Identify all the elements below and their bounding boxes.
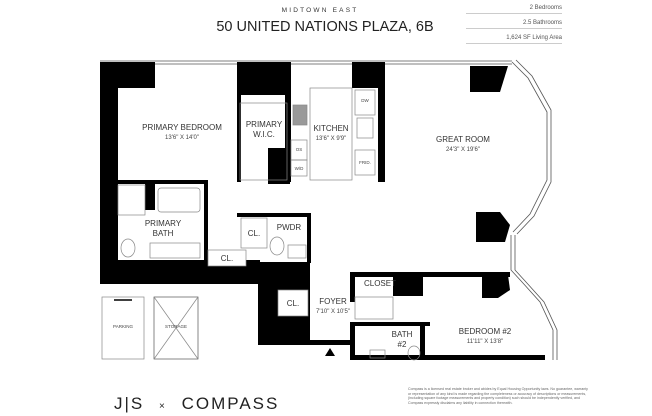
room-closet: CL. (248, 229, 260, 238)
room-primary-bath: PRIMARY (145, 219, 182, 228)
room-dim: 13'6" X 9'9" (316, 136, 347, 142)
room-powder: PWDR (277, 223, 302, 232)
room-closet-bedroom2: CLOSET (364, 279, 396, 288)
room-bedroom2: BEDROOM #2 (459, 327, 512, 336)
compass-logo: COMPASS (181, 394, 280, 413)
appliance-fridge: FRID. (359, 160, 371, 165)
room-primary-bedroom: PRIMARY BEDROOM (142, 123, 222, 132)
logo-separator: × (159, 401, 167, 412)
storage-label: STORAGE (165, 324, 187, 329)
stat-area: 1,624 SF Living Area (466, 35, 562, 44)
windows (100, 59, 558, 360)
room-label: W.I.C. (253, 130, 275, 139)
appliance-wd: W/D (295, 166, 304, 171)
stat-bedrooms: 2 Bedrooms (466, 5, 562, 14)
appliance-dw: DW (361, 98, 369, 103)
room-dim: 11'11" X 13'8" (467, 339, 503, 345)
js-logo: J|S (114, 394, 145, 413)
room-closet: CL. (287, 299, 299, 308)
room-great-room: GREAT ROOM (436, 135, 490, 144)
room-closet: CL. (221, 254, 233, 263)
disclaimer: Compass is a licensed real estate broker… (408, 387, 588, 405)
room-dim: 7'10" X 10'5" (316, 309, 350, 315)
entry-arrow-icon (325, 348, 335, 356)
fixtures (101, 87, 421, 361)
room-dim: 13'6" X 14'0" (165, 135, 199, 141)
room-label: BATH (153, 229, 174, 238)
room-bath2: BATH (392, 330, 413, 339)
room-label: #2 (398, 340, 407, 349)
room-foyer: FOYER (319, 297, 347, 306)
neighborhood: MIDTOWN EAST (281, 7, 359, 14)
stat-bathrooms: 2.5 Bathrooms (466, 20, 562, 29)
parking-label: PARKING (113, 324, 133, 329)
room-primary-wic: PRIMARY (246, 120, 283, 129)
room-dim: 24'3" X 19'6" (446, 147, 480, 153)
listing-title: 50 UNITED NATIONS PLAZA, 6B (216, 19, 434, 35)
brand-logo: J|S × COMPASS (114, 394, 279, 414)
appliance-os: OS (296, 147, 303, 152)
room-kitchen: KITCHEN (313, 124, 348, 133)
